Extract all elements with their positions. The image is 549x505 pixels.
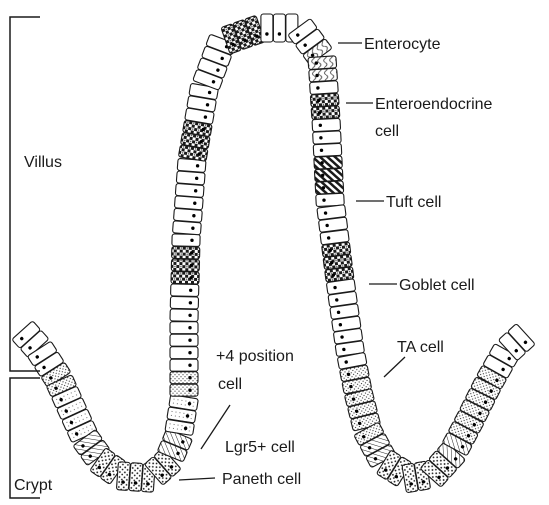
tuft-cell <box>315 181 344 194</box>
enterocyte-cell <box>312 118 341 131</box>
enterocyte-cell-body <box>171 284 199 297</box>
enterocyte-cell <box>170 359 198 371</box>
tuft-cell-body <box>315 181 344 194</box>
enterocyte-cell <box>172 234 200 247</box>
enterocyte-cell-body <box>310 81 339 95</box>
enterocyte-cell <box>174 196 203 210</box>
goblet-cell-body <box>171 271 199 284</box>
enterocyte-cell-body <box>273 14 285 42</box>
villus-label: Villus <box>24 154 62 171</box>
enterocyte-cell <box>171 284 199 297</box>
goblet-cell <box>171 259 199 272</box>
enteroendocrine-label: Enteroendocrine <box>375 96 493 113</box>
enteroendocrine-cell-body <box>308 56 337 70</box>
goblet-cell <box>311 106 340 120</box>
enterocyte-cell-body <box>172 221 201 235</box>
enterocyte-cell <box>313 131 342 144</box>
tuft-cell-body <box>314 168 343 181</box>
enterocyte-cell <box>170 309 198 322</box>
cell-nucleus <box>188 376 191 379</box>
goblet-cell-body <box>172 246 200 259</box>
villus-bracket <box>10 17 40 371</box>
enterocyte-cell <box>176 171 205 185</box>
cell-nucleus <box>265 32 268 35</box>
goblet-cell-body <box>311 106 340 120</box>
goblet-cell <box>310 93 339 107</box>
enterocyte-cell <box>170 296 198 309</box>
enterocyte-cell-body <box>172 234 200 247</box>
ta-leader <box>384 357 405 377</box>
enterocyte-cell-body <box>175 183 204 197</box>
enteroendocrine-cell-body <box>309 68 338 82</box>
goblet-cell-body <box>310 93 339 107</box>
enterocyte-cell <box>170 347 198 359</box>
enterocyte-cell <box>170 322 198 334</box>
epithelial-cells <box>12 14 536 493</box>
paneth-cell <box>129 463 143 492</box>
enterocyte-cell-body <box>316 193 345 206</box>
crypt-label: Crypt <box>14 477 53 494</box>
cell-nucleus <box>188 326 191 329</box>
enterocyte-cell-body <box>170 322 198 334</box>
ta-cell-label: TA cell <box>397 339 444 356</box>
enterocyte-cell-body <box>313 143 342 156</box>
paneth-leader <box>179 478 215 480</box>
goblet-cell <box>172 246 200 259</box>
goblet-cell-label: Goblet cell <box>399 277 475 294</box>
tuft-cell-body <box>314 156 343 169</box>
enterocyte-cell <box>170 334 198 346</box>
enteroendocrine-cell <box>309 68 338 82</box>
enteroendocrine-label-line2: cell <box>375 123 399 140</box>
enterocyte-cell-body <box>176 171 205 185</box>
enteroendocrine-cell <box>308 56 337 70</box>
enterocyte-cell-body <box>170 296 198 309</box>
ta-cell-body <box>170 384 198 396</box>
tuft-cell <box>314 168 343 181</box>
paneth-cell-body <box>129 463 143 492</box>
enterocyte-cell-body <box>170 347 198 359</box>
enterocyte-cell <box>273 14 285 42</box>
cell-nucleus <box>188 364 191 367</box>
enterocyte-cell <box>261 14 273 42</box>
enterocyte-cell <box>310 81 339 95</box>
enterocyte-cell <box>316 193 345 206</box>
enterocyte-cell-body <box>173 208 202 222</box>
enterocyte-label: Enterocyte <box>364 36 441 53</box>
goblet-cell-body <box>171 259 199 272</box>
enterocyte-cell-body <box>174 196 203 210</box>
cell-nucleus <box>278 32 281 35</box>
enterocyte-cell <box>172 221 201 235</box>
plus4-cell-label: +4 position <box>216 348 294 365</box>
ta-cell <box>170 384 198 396</box>
tuft-cell <box>314 156 343 169</box>
enterocyte-cell-body <box>170 309 198 322</box>
tuft-cell-label: Tuft cell <box>386 194 441 211</box>
cell-nucleus <box>188 351 191 354</box>
enterocyte-cell-body <box>261 14 273 42</box>
paneth-cell-label: Paneth cell <box>222 471 301 488</box>
enterocyte-cell <box>175 183 204 197</box>
ta-cell-body <box>170 372 198 384</box>
plus4-cell-label-line2: cell <box>218 376 242 393</box>
cell-nucleus <box>188 389 191 392</box>
goblet-cell <box>171 271 199 284</box>
paneth-cell <box>116 462 130 491</box>
enterocyte-cell <box>313 143 342 156</box>
enterocyte-cell-body <box>312 118 341 131</box>
lgr5-cell-label: Lgr5+ cell <box>225 439 295 456</box>
enterocyte-cell-body <box>313 131 342 144</box>
ta-cell <box>170 372 198 384</box>
paneth-cell-body <box>116 462 130 491</box>
enterocyte-cell <box>173 208 202 222</box>
enterocyte-cell-body <box>170 359 198 371</box>
enterocyte-cell-body <box>170 334 198 346</box>
cell-nucleus <box>188 339 191 342</box>
